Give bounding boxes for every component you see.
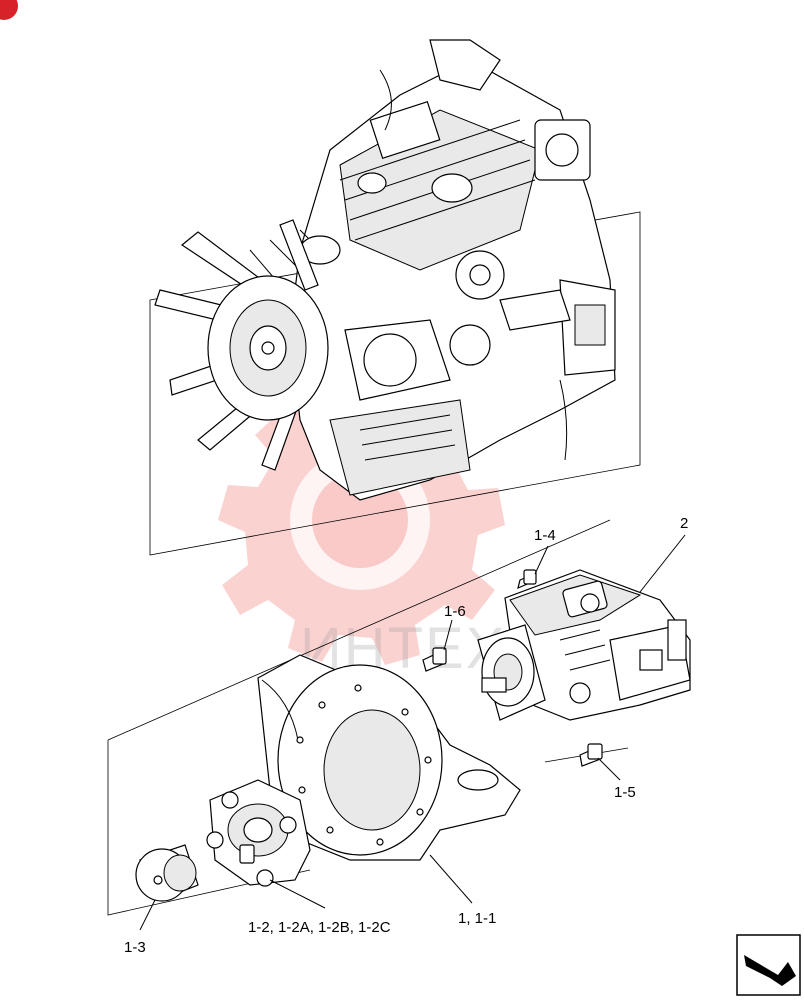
callout-1-3: 1-3 [124, 939, 146, 956]
bolt-1-4 [517, 569, 537, 590]
damper-1-3 [135, 844, 199, 902]
leader-lines [139, 534, 686, 931]
bolt-1-5 [579, 743, 603, 767]
page-badge-icon [0, 0, 18, 20]
callout-1-6: 1-6 [444, 603, 466, 620]
callout-1-1: 1, 1-1 [458, 910, 496, 927]
engine-assembly [249, 39, 616, 501]
callout-1-2: 1-2, 1-2A, 1-2B, 1-2C [248, 919, 391, 936]
coupling-assembly [206, 779, 311, 887]
flywheel-housing [257, 654, 521, 861]
engine-fan [154, 219, 329, 471]
next-page-arrow-icon[interactable] [736, 934, 801, 996]
callout-1-5: 1-5 [614, 784, 636, 801]
callout-1-4: 1-4 [534, 527, 556, 544]
bolt-1-6 [422, 647, 447, 672]
callout-2: 2 [680, 515, 688, 532]
hydraulic-pump [477, 569, 691, 721]
